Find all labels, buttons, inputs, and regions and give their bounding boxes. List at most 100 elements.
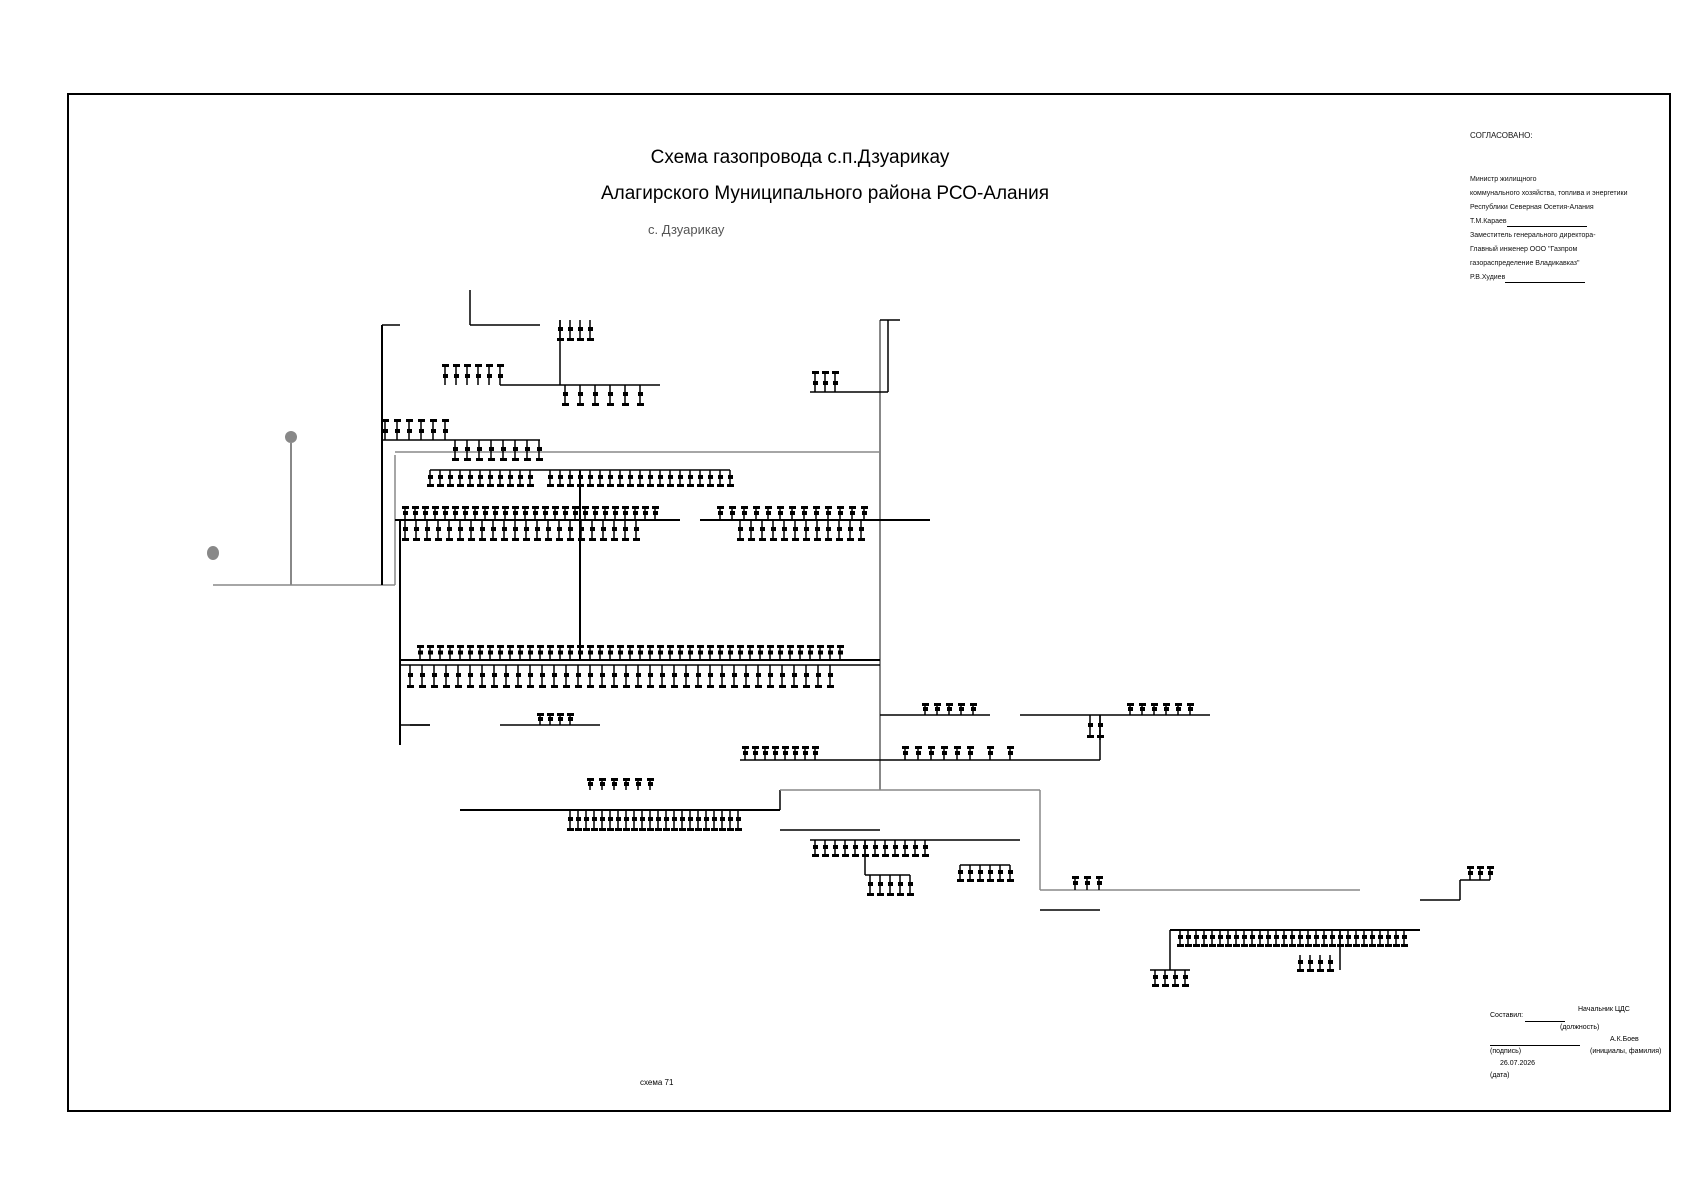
valve-mark <box>413 511 418 515</box>
valve-mark <box>826 511 831 515</box>
valve-mark <box>558 650 563 655</box>
consumer-mark <box>1321 944 1328 947</box>
consumer-mark <box>1297 944 1304 947</box>
consumer-mark <box>922 703 929 706</box>
valve-mark <box>414 527 419 531</box>
valve-mark <box>588 650 593 655</box>
consumer-mark <box>542 506 549 509</box>
valve-mark <box>792 673 797 677</box>
valve-mark <box>516 673 521 677</box>
consumer-mark <box>562 403 569 406</box>
consumer-mark <box>597 484 604 487</box>
consumer-mark <box>797 645 804 648</box>
consumer-mark <box>663 828 670 831</box>
valve-mark <box>712 817 717 821</box>
valve-mark <box>576 673 581 677</box>
valve-mark <box>923 707 928 711</box>
valve-mark <box>558 475 563 479</box>
valve-mark <box>833 845 838 849</box>
consumer-mark <box>524 458 531 461</box>
valve-mark <box>738 650 743 655</box>
consumer-mark <box>412 506 419 509</box>
valve-mark <box>623 392 628 396</box>
consumer-mark <box>507 484 514 487</box>
valve-mark <box>612 673 617 677</box>
valve-mark <box>1290 935 1295 939</box>
consumer-mark <box>467 685 474 688</box>
valve-mark <box>1298 960 1303 964</box>
consumer-mark <box>431 685 438 688</box>
composed-name: А.К.Боев <box>1610 1036 1639 1043</box>
valve-mark <box>1266 935 1271 939</box>
composed-position: Начальник ЦДС <box>1578 1006 1630 1013</box>
valve-mark <box>859 527 864 531</box>
valve-mark <box>383 429 388 433</box>
consumer-mark <box>406 419 413 422</box>
consumer-mark <box>967 879 974 882</box>
composed-block: Составил: Начальник ЦДС (должность) А.К.… <box>1490 1006 1670 1082</box>
valve-mark <box>1008 870 1013 874</box>
valve-mark <box>638 650 643 655</box>
valve-mark <box>988 751 993 755</box>
valve-mark <box>660 673 665 677</box>
consumer-mark <box>928 746 935 749</box>
valve-mark <box>668 650 673 655</box>
valve-mark <box>623 527 628 531</box>
consumer-mark <box>827 685 834 688</box>
consumer-mark <box>941 746 948 749</box>
valve-mark <box>634 527 639 531</box>
valve-mark <box>638 392 643 396</box>
valve-mark <box>1402 935 1407 939</box>
consumer-mark <box>1182 984 1189 987</box>
valve-mark <box>538 650 543 655</box>
valve-mark <box>543 511 548 515</box>
consumer-mark <box>577 338 584 341</box>
consumer-mark <box>517 645 524 648</box>
consumer-mark <box>897 893 904 896</box>
consumer-mark <box>534 538 541 541</box>
consumer-mark <box>777 506 784 509</box>
consumer-mark <box>587 778 594 781</box>
valve-mark <box>443 374 448 378</box>
consumer-mark <box>792 746 799 749</box>
consumer-mark <box>1313 944 1320 947</box>
deputy-signature: Р.В.Худиев <box>1470 273 1670 283</box>
valve-mark <box>793 527 798 531</box>
consumer-mark <box>1345 944 1352 947</box>
consumer-mark <box>1175 703 1182 706</box>
consumer-mark <box>717 506 724 509</box>
valve-mark <box>1346 935 1351 939</box>
valve-mark <box>568 475 573 479</box>
valve-mark <box>903 751 908 755</box>
valve-mark <box>468 673 473 677</box>
consumer-mark <box>1467 866 1474 869</box>
valve-mark <box>628 475 633 479</box>
consumer-mark <box>497 645 504 648</box>
valve-mark <box>508 650 513 655</box>
consumer-mark <box>817 645 824 648</box>
consumer-mark <box>527 484 534 487</box>
valve-mark <box>833 381 838 385</box>
valve-mark <box>518 475 523 479</box>
consumer-mark <box>1241 944 1248 947</box>
consumer-mark <box>707 645 714 648</box>
minister-line-2: коммунального хозяйства, топлива и энерг… <box>1470 190 1628 197</box>
approval-header: СОГЛАСОВАНО: <box>1470 131 1533 140</box>
consumer-mark <box>591 828 598 831</box>
consumer-mark <box>697 484 704 487</box>
valve-mark <box>1164 707 1169 711</box>
valve-mark <box>688 650 693 655</box>
valve-mark <box>613 511 618 515</box>
consumer-mark <box>946 703 953 706</box>
valve-mark <box>688 475 693 479</box>
consumer-mark <box>767 685 774 688</box>
consumer-mark <box>437 645 444 648</box>
consumer-mark <box>812 746 819 749</box>
consumer-mark <box>907 893 914 896</box>
consumer-mark <box>779 685 786 688</box>
consumer-mark <box>977 879 984 882</box>
valve-mark <box>853 845 858 849</box>
valve-mark <box>488 650 493 655</box>
consumer-mark <box>707 484 714 487</box>
valve-mark <box>403 511 408 515</box>
